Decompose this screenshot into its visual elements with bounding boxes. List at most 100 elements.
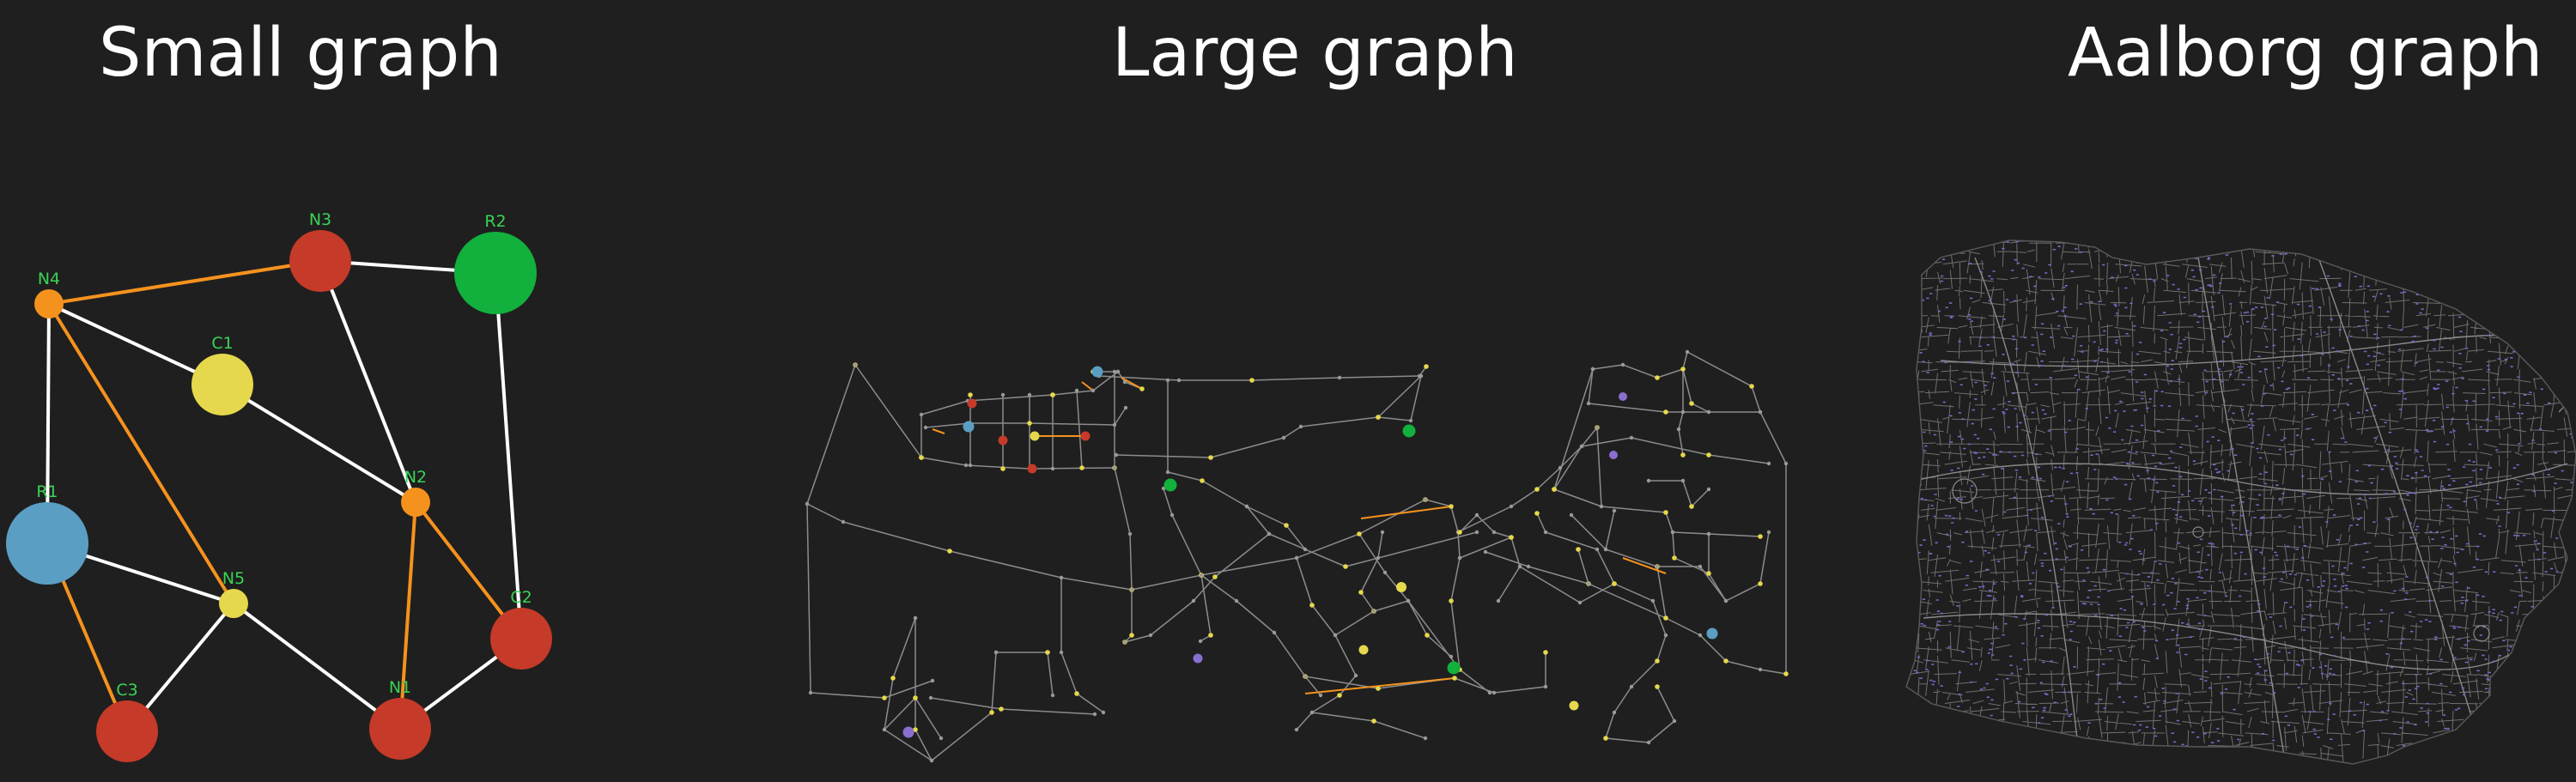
intersection-dot <box>1091 388 1096 393</box>
special-node-yellow <box>1569 700 1579 711</box>
intersection-dot <box>1148 633 1153 638</box>
intersection-dot <box>1646 740 1651 745</box>
intersection-dot <box>1423 736 1428 741</box>
intersection-dot <box>1122 379 1127 385</box>
intersection-dot <box>1543 684 1548 689</box>
intersection-dot <box>1496 598 1501 603</box>
intersection-dot <box>1122 640 1127 645</box>
edge-r2-c2 <box>494 272 523 640</box>
intersection-dot <box>1337 375 1342 380</box>
edge-n4-c1 <box>48 302 223 386</box>
node-label-n5: N5 <box>222 569 245 588</box>
large-graph-special-nodes <box>902 366 1718 738</box>
intersection-dot <box>1199 573 1204 578</box>
intersection-dot <box>1586 581 1591 586</box>
node-label-r1: R1 <box>36 482 58 501</box>
special-node-green <box>1447 661 1461 675</box>
intersection-dot <box>1474 530 1479 535</box>
intersection-dot <box>1670 530 1675 535</box>
intersection-dot <box>1303 674 1308 679</box>
intersection-dot <box>1577 600 1583 605</box>
intersection-dot <box>1419 373 1424 379</box>
node-n1 <box>369 698 431 760</box>
intersection-dot <box>1558 465 1563 470</box>
street-segment <box>884 617 997 761</box>
intersection-dot <box>1333 633 1338 638</box>
intersection-dot <box>1603 547 1608 552</box>
aalborg-boundary <box>1905 239 2576 765</box>
intersection-dot <box>1112 422 1117 427</box>
large-graph-streets <box>806 351 1787 761</box>
intersection-dot <box>1000 392 1005 397</box>
intersection-dot <box>1706 487 1711 492</box>
intersection-dot <box>1294 727 1299 732</box>
highlighted-street <box>1304 677 1455 694</box>
node-label-n4: N4 <box>38 270 60 288</box>
intersection-dot <box>1543 650 1548 655</box>
intersection-dot <box>1509 535 1514 540</box>
intersection-dot <box>1663 510 1668 515</box>
intersection-dot <box>1474 512 1479 518</box>
intersection-dot <box>1208 633 1213 638</box>
node-label-c1: C1 <box>211 334 233 353</box>
intersection-dot <box>1337 693 1342 698</box>
intersection-dot <box>1706 409 1711 415</box>
intersection-dot <box>1115 369 1121 374</box>
intersection-dot <box>1027 421 1032 426</box>
intersection-dot <box>993 650 999 655</box>
special-node-purple <box>902 726 914 738</box>
street-segment <box>1672 531 1770 602</box>
intersection-dot <box>1676 427 1681 432</box>
intersection-dot <box>1590 367 1595 372</box>
intersection-dot <box>1612 581 1617 586</box>
intersection-dot <box>1294 555 1299 561</box>
intersection-dot <box>1452 676 1457 681</box>
aalborg-roundabout <box>2473 625 2490 642</box>
street-segment <box>1454 652 1546 694</box>
intersection-dot <box>1612 710 1617 715</box>
intersection-dot <box>1074 388 1079 393</box>
intersection-dot <box>939 736 944 741</box>
intersection-dot <box>1249 378 1255 383</box>
intersection-dot <box>1309 710 1315 715</box>
intersection-dot <box>1376 555 1381 561</box>
intersection-dot <box>1357 531 1362 536</box>
intersection-dot <box>919 455 924 460</box>
intersection-dot <box>1208 455 1213 460</box>
intersection-dot <box>1281 435 1286 440</box>
street-segment <box>1485 551 1787 675</box>
intersection-dot <box>1425 633 1430 638</box>
special-node-purple <box>1193 653 1203 664</box>
highlighted-street <box>1081 381 1094 391</box>
intersection-dot <box>1766 461 1771 466</box>
intersection-dot <box>1127 531 1133 536</box>
street-segment <box>1457 427 1598 533</box>
street-segment <box>1459 536 1521 602</box>
intersection-dot <box>1783 671 1789 676</box>
intersection-dot <box>1074 691 1079 696</box>
intersection-dot <box>1655 564 1660 569</box>
intersection-dot <box>1749 384 1754 389</box>
intersection-dot <box>1629 435 1634 440</box>
intersection-dot <box>1123 405 1128 410</box>
node-r1 <box>6 502 88 585</box>
edge-n4-n5 <box>47 302 235 605</box>
aalborg-major-road <box>1923 600 2543 670</box>
intersection-dot <box>1212 574 1218 579</box>
intersection-dot <box>968 463 973 468</box>
node-c1 <box>191 354 253 415</box>
intersection-dot <box>1543 530 1548 535</box>
aalborg-street-network <box>1906 240 2576 764</box>
intersection-dot <box>947 549 952 554</box>
special-node-yellow <box>1030 431 1040 441</box>
intersection-dot <box>1457 555 1462 561</box>
intersection-dot <box>999 706 1004 712</box>
street-segment <box>1115 375 1422 458</box>
special-node-purple <box>1619 392 1627 401</box>
intersection-dot <box>1371 609 1376 614</box>
intersection-dot <box>1698 564 1703 569</box>
intersection-dot <box>1353 673 1358 678</box>
intersection-dot <box>1050 392 1055 397</box>
